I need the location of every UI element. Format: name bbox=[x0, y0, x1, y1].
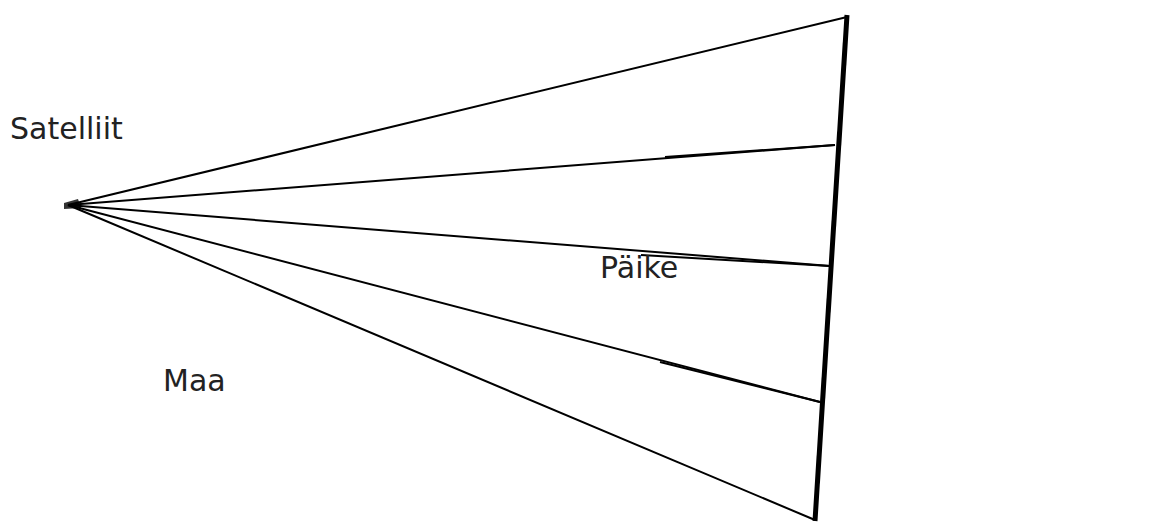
sun-circle bbox=[641, 14, 1149, 524]
node-outline bbox=[149, 204, 285, 340]
light-ray bbox=[68, 205, 830, 266]
light-ray bbox=[68, 145, 835, 205]
light-ray bbox=[68, 205, 820, 402]
sun-circle: Päike bbox=[640, 13, 1150, 525]
satellite-body bbox=[64, 199, 81, 209]
sun-ray-segment bbox=[641, 255, 830, 266]
satellite-circle: Satelliit bbox=[62, 185, 102, 225]
node-outline bbox=[640, 13, 1150, 525]
earth-circle bbox=[150, 205, 284, 339]
node-label: Satelliit bbox=[10, 112, 50, 147]
node-label: Päike bbox=[600, 251, 1110, 286]
earth-circle: Maa bbox=[149, 204, 285, 340]
light-ray bbox=[68, 17, 847, 205]
sun-ray-segment bbox=[665, 145, 835, 157]
node-outline bbox=[62, 185, 102, 225]
satellite-circle bbox=[63, 186, 101, 224]
sun-diameter bbox=[815, 15, 847, 521]
node-label: Maa bbox=[163, 364, 299, 399]
sun-ray-segment bbox=[660, 362, 820, 402]
light-ray bbox=[68, 205, 815, 520]
